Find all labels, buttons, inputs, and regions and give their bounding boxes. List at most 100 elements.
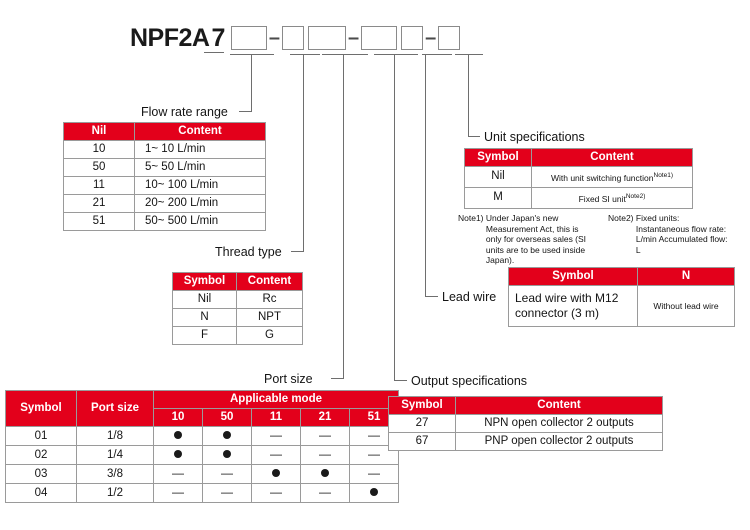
column-header-symbol: Symbol <box>172 272 237 291</box>
leader-elbow-output-spec <box>394 380 407 382</box>
cell-mode-available <box>202 426 252 446</box>
cell-content: Fixed SI unitNote2) <box>531 186 693 209</box>
code-box-flow-rate[interactable] <box>230 26 267 50</box>
table-row: 11 10~ 100 L/min <box>63 176 266 195</box>
unavailable-dash: — <box>368 428 380 442</box>
leader-elbow-flow-rate <box>239 111 252 113</box>
cell-mode-unavailable: — <box>251 483 301 503</box>
cell-port-size: 1/4 <box>76 445 154 465</box>
cell-symbol: 67 <box>388 432 456 451</box>
flow-rate-range-table: Nil Content 10 1~ 10 L/min 50 5~ 50 L/mi… <box>63 122 266 231</box>
note-marker-1: Note1) <box>653 172 674 179</box>
cell-code: 50 <box>63 158 135 177</box>
cell-mode-available <box>300 464 350 484</box>
table-row: Nil Rc <box>172 290 303 309</box>
cell-symbol: 02 <box>5 445 77 465</box>
cell-content: 1~ 10 L/min <box>134 140 266 159</box>
code-box-lead-wire[interactable] <box>401 26 424 50</box>
box-underline-port <box>322 54 368 56</box>
column-header-mode-11: 11 <box>251 408 301 427</box>
cell-mode-unavailable: — <box>153 464 203 484</box>
column-header-content: Content <box>455 396 663 415</box>
cell-mode-unavailable: — <box>349 445 399 465</box>
column-header-symbol: Symbol <box>5 390 77 427</box>
cell-content-text: Fixed SI unit <box>578 193 626 204</box>
note-1-text: Under Japan's new Measurement Act, this … <box>485 213 587 265</box>
lead-wire-table: Symbol N Lead wire with M12 connector (3… <box>508 267 735 327</box>
availability-dot-icon <box>223 431 231 440</box>
leader-line-unit-spec <box>468 54 470 137</box>
availability-dot-icon <box>174 431 182 440</box>
unit-specifications-table: Symbol Content Nil With unit switching f… <box>464 148 693 209</box>
column-header-mode-21: 21 <box>300 408 350 427</box>
cell-port-size: 1/2 <box>76 483 154 503</box>
table-header-row-modes: 10 50 11 21 51 <box>6 408 399 427</box>
column-header-mode-10: 10 <box>153 408 203 427</box>
cell-content: Rc <box>236 290 303 309</box>
output-specifications-table: Symbol Content 27 NPN open collector 2 o… <box>388 396 663 451</box>
table-header-row: Symbol Content <box>388 396 663 415</box>
part-number-prefix: NPF2A <box>130 24 210 52</box>
availability-dot-icon <box>174 450 182 459</box>
column-header-symbol: Symbol <box>508 267 638 286</box>
code-box-output-spec[interactable] <box>361 26 398 50</box>
column-header-symbol: Symbol <box>464 148 532 167</box>
callout-output-specifications: Output specifications <box>411 374 528 388</box>
code-box-port-size[interactable] <box>308 26 346 50</box>
cell-symbol: 27 <box>388 414 456 433</box>
unavailable-dash: — <box>270 428 282 442</box>
unavailable-dash: — <box>319 428 331 442</box>
port-size-table: Symbol Port size Applicable mode 10 50 1… <box>5 390 399 503</box>
unavailable-dash: — <box>319 447 331 461</box>
code-box-unit-spec[interactable] <box>438 26 461 50</box>
cell-content-text: With unit switching function <box>550 172 654 183</box>
table-header-row: Symbol Content <box>464 148 693 167</box>
cell-content: 20~ 200 L/min <box>134 194 266 213</box>
cell-code: 21 <box>63 194 135 213</box>
note-marker-2: Note2) <box>625 192 646 200</box>
column-header-n: N <box>637 267 735 286</box>
cell-content: 5~ 50 L/min <box>134 158 266 177</box>
cell-symbol: 04 <box>5 483 77 503</box>
unavailable-dash: — <box>319 485 331 499</box>
cell-port-size: 3/8 <box>76 464 154 484</box>
cell-symbol: Nil <box>464 166 532 188</box>
thread-type-table: Symbol Content Nil Rc N NPT F G <box>172 272 303 345</box>
cell-content: 50~ 500 L/min <box>134 212 266 231</box>
box-underline-thread <box>290 54 320 56</box>
unavailable-dash: — <box>172 485 184 499</box>
availability-dot-icon <box>223 450 231 459</box>
cell-port-size: 1/8 <box>76 426 154 446</box>
availability-dot-icon <box>272 469 280 478</box>
table-row: 51 50~ 500 L/min <box>63 212 266 231</box>
part-number-series: 7 <box>211 24 225 52</box>
code-box-thread-type[interactable] <box>282 26 304 50</box>
cell-content: G <box>236 326 303 345</box>
cell-mode-unavailable: — <box>251 445 301 465</box>
code-dash-3: – <box>425 27 437 49</box>
callout-thread-type: Thread type <box>215 245 282 259</box>
callout-flow-rate-range: Flow rate range <box>141 105 228 119</box>
table-row: 27 NPN open collector 2 outputs <box>388 414 663 433</box>
table-header-row: Symbol Port size Applicable mode <box>5 390 399 427</box>
unavailable-dash: — <box>172 466 184 480</box>
cell-without-lead-wire: Without lead wire <box>637 285 735 327</box>
table-row: Nil With unit switching functionNote1) <box>464 166 693 188</box>
table-header-row: Nil Content <box>63 122 266 141</box>
cell-mode-available <box>349 483 399 503</box>
column-header-nil: Nil <box>63 122 135 141</box>
part-number-code: NPF2A 7 – – – <box>130 24 461 52</box>
table-header-row: Symbol N <box>508 267 735 286</box>
column-header-content: Content <box>134 122 266 141</box>
note-1: Note1) Under Japan's new Measurement Act… <box>458 213 606 266</box>
table-header-row: Symbol Content <box>172 272 303 291</box>
table-row: M Fixed SI unitNote2) <box>464 186 693 209</box>
cell-symbol: M <box>464 186 532 209</box>
leader-elbow-thread-type <box>291 251 304 253</box>
cell-symbol: F <box>172 326 237 345</box>
unavailable-dash: — <box>368 447 380 461</box>
cell-mode-unavailable: — <box>251 426 301 446</box>
cell-symbol: 03 <box>5 464 77 484</box>
note-1-label: Note1) <box>458 213 484 223</box>
